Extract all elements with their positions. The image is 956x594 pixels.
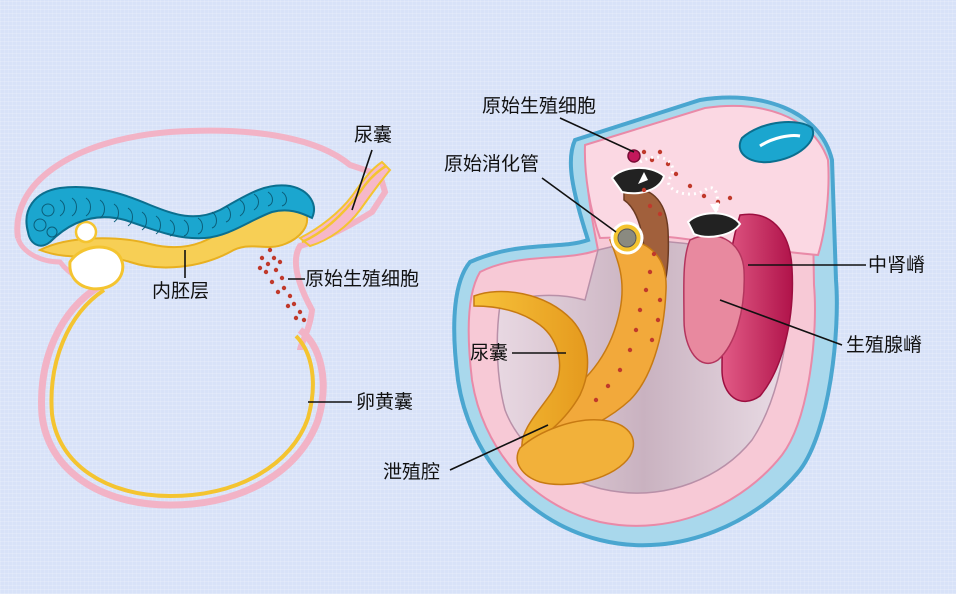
pgc-dots-right — [593, 149, 733, 403]
left-embryo — [14, 127, 392, 509]
label-cloaca: 泄殖腔 — [383, 461, 441, 483]
leader-genital-ridge — [719, 299, 843, 346]
label-primitive-gut: 原始消化管 — [444, 153, 540, 175]
genital-ridge-shape — [683, 234, 745, 364]
migration-arrow — [639, 155, 720, 215]
neural-canal — [759, 134, 801, 148]
allantois-left-canal — [301, 164, 387, 244]
neural-tube-right — [738, 121, 815, 164]
heart-tube — [68, 245, 125, 291]
cloaca-shape — [516, 419, 635, 486]
label-allantois-right: 尿囊 — [470, 342, 509, 364]
leader-allantois-left — [351, 149, 373, 211]
aorta-opening-right — [686, 212, 742, 238]
arrowhead-1 — [638, 172, 648, 184]
somites — [33, 191, 287, 238]
label-genital-ridge: 生殖腺嵴 — [846, 334, 923, 356]
label-endoderm: 内胚层 — [152, 280, 210, 302]
yolk-sac-outer — [38, 282, 327, 509]
yolk-sac-inner — [49, 288, 315, 499]
leader-pgc-right — [559, 117, 635, 153]
pgc-cell-migrating — [627, 149, 641, 163]
arrowhead-2 — [710, 204, 720, 214]
pgc-dots-left — [257, 247, 307, 323]
label-pgc-right: 原始生殖细胞 — [482, 95, 597, 117]
primitive-gut-section — [610, 221, 644, 255]
label-mesonephric-ridge: 中肾嵴 — [868, 254, 926, 276]
right-embryo — [452, 95, 839, 548]
neural-tube — [25, 184, 315, 247]
label-pgc-left: 原始生殖细胞 — [305, 268, 420, 290]
pharynx-pouch — [74, 220, 98, 244]
aorta-opening-left — [610, 167, 666, 195]
leader-lines — [184, 117, 866, 471]
leader-cloaca — [449, 424, 549, 471]
leader-primitive-gut — [541, 177, 617, 233]
label-allantois-left: 尿囊 — [354, 124, 393, 146]
label-yolk-sac: 卵黄囊 — [356, 391, 414, 413]
